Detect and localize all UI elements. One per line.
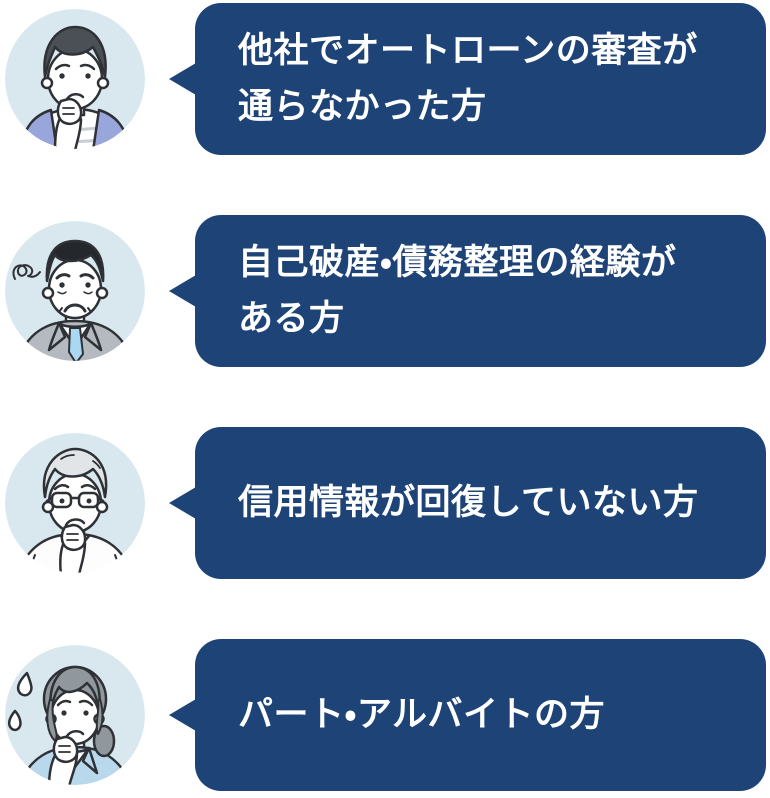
avatar: [5, 433, 145, 573]
bubble-text-line: 自己破産・債務整理の経験が: [238, 243, 677, 282]
bubble-tail: [169, 699, 196, 731]
speech-bubble: 自己破産・債務整理の経験が ある方: [169, 215, 766, 367]
list-item: 信用情報が回復していない方: [5, 427, 766, 579]
bubble-text-line: 通らなかった方: [238, 87, 487, 126]
avatar: [5, 9, 145, 149]
bubble-tail: [169, 487, 196, 519]
bubble-tail: [169, 63, 196, 95]
bubble-text-line: 他社でオートローンの審査が: [238, 31, 698, 70]
list-item: パート・アルバイトの方: [5, 639, 766, 791]
bubble-text-line: パート・アルバイトの方: [238, 695, 606, 734]
speech-bubble: 信用情報が回復していない方: [169, 427, 766, 579]
avatar: [5, 645, 145, 785]
bubble-tail: [169, 275, 196, 307]
worried-senior-man-icon: [5, 433, 145, 573]
distressed-businessman-icon: [5, 221, 145, 361]
list-item: 自己破産・債務整理の経験が ある方: [5, 215, 766, 367]
worried-young-man-icon: [5, 9, 145, 149]
bubble-text-line: ある方: [238, 299, 345, 338]
speech-bubble: 他社でオートローンの審査が 通らなかった方: [169, 3, 766, 155]
worried-woman-icon: [5, 645, 145, 785]
speech-bubble: パート・アルバイトの方: [169, 639, 766, 791]
list-item: 他社でオートローンの審査が 通らなかった方: [5, 3, 766, 155]
avatar: [5, 221, 145, 361]
bubble-text-line: 信用情報が回復していない方: [238, 483, 699, 522]
